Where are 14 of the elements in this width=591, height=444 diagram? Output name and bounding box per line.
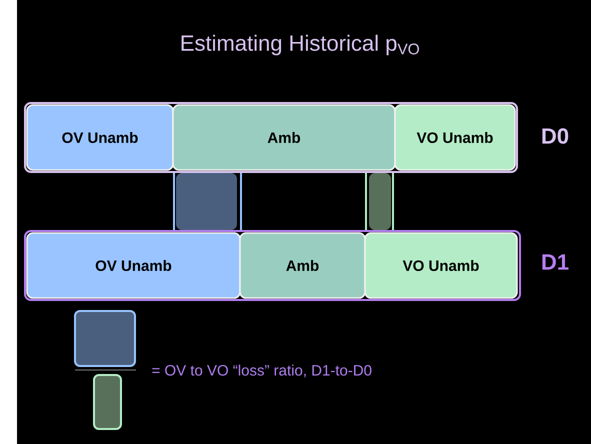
loss-block — [369, 173, 391, 230]
segment: VO Unamb — [364, 232, 518, 299]
loss-block — [74, 310, 136, 367]
diagram-title: Estimating Historical p$_{VO}$ — [182, 34, 419, 56]
segment: OV Unamb — [26, 232, 241, 299]
loss-block — [176, 173, 237, 230]
ratio-note: = OV to VO “loss” ratio, D1-to-D0 — [152, 364, 372, 378]
segment: OV Unamb — [26, 104, 174, 171]
row-label: D0 — [542, 128, 568, 144]
segment: Amb — [172, 104, 396, 171]
segment: Amb — [239, 232, 366, 299]
segment: VO Unamb — [394, 104, 516, 171]
row-label: D1 — [542, 254, 568, 270]
loss-block — [93, 374, 122, 430]
